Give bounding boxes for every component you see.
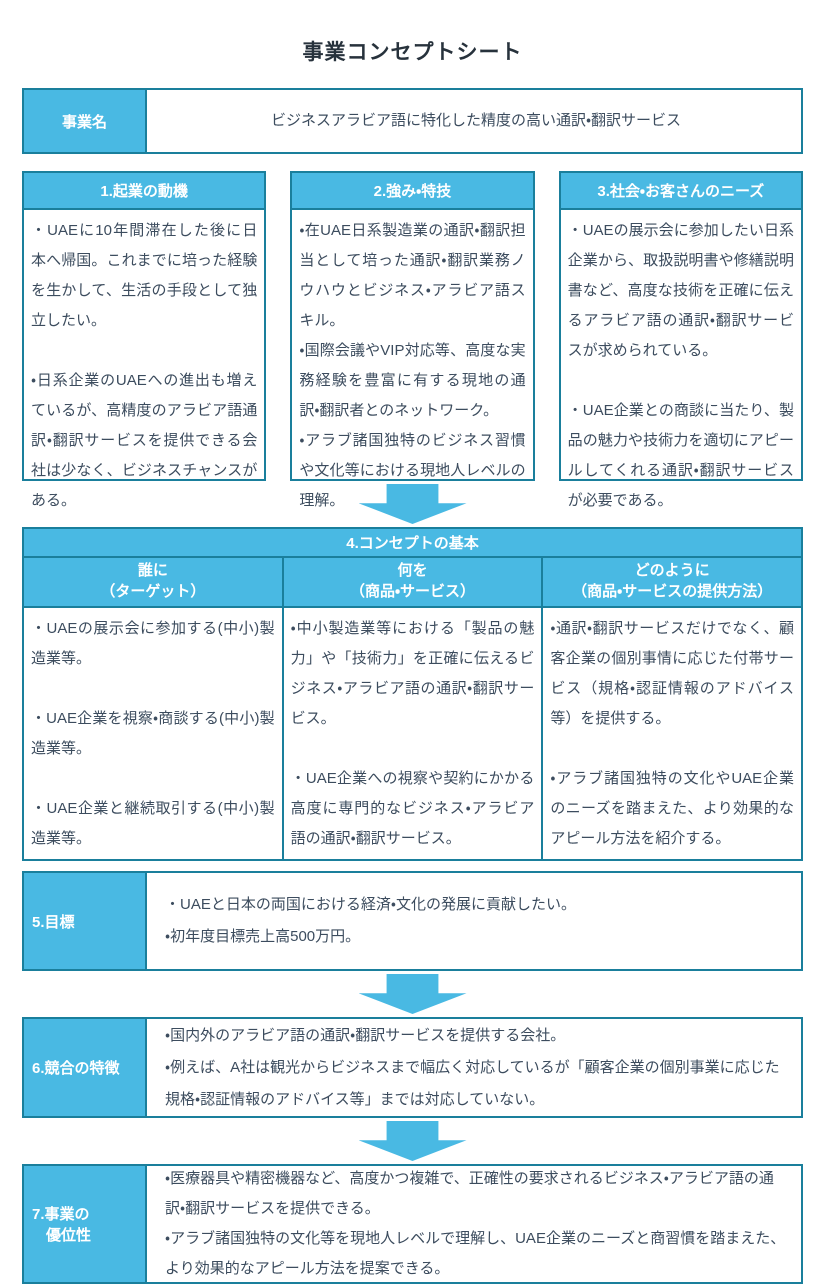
business-name-label-cell: 事業名 — [24, 90, 147, 152]
advantage-body: ・医療器具や精密機器など、高度かつ複雑で、正確性の要求されるビジネス・アラビア語… — [147, 1166, 801, 1282]
paragraph: ・UAEの展示会に参加したい日系企業から、取扱説明書や修繕説明書など、高度な技術… — [567, 222, 794, 359]
column-header-what: 何を （商品・サービス） — [283, 558, 544, 606]
competitors-line: ・例えば、A社は観光からビジネスまで幅広く対応しているが「顧客企業の個別事業に応… — [165, 1058, 780, 1108]
box-needs-title: 3.社会・お客さんのニーズ — [560, 173, 801, 210]
competitors-label-cell: 6.競合の特徴 — [24, 1019, 147, 1116]
paragraph: ・UAE企業への視察や契約にかかる高度に専門的なビジネス・アラビア語の通訳・翻訳… — [290, 770, 535, 847]
paragraph: ・国際会議やVIP対応等、高度な実務経験を豊富に有する現地の通訳・翻訳者とのネッ… — [299, 342, 526, 419]
column-header-line2: （商品・サービス） — [349, 583, 476, 600]
goal-line: ・初年度目標売上高500万円。 — [165, 928, 361, 945]
goal-label: 5.目標 — [32, 913, 75, 931]
box-strengths-body: ・在UAE日系製造業の通訳・翻訳担当として培った通訳・翻訳業務ノウハウとビジネス… — [292, 210, 532, 522]
advantage-label-line1: 7.事業の — [32, 1206, 90, 1223]
goal-label-cell: 5.目標 — [24, 873, 147, 969]
paragraph: ・UAEに10年間滞在した後に日本へ帰国。これまでに培った経験を生かして、生活の… — [31, 222, 258, 329]
column-what-cell: ・中小製造業等における「製品の魅力」や「技術力」を正確に伝えるビジネス・アラビア… — [283, 608, 544, 859]
advantage-label-line2: 優位性 — [46, 1227, 92, 1244]
competitors-line: ・国内外のアラビア語の通訳・翻訳サービスを提供する会社。 — [165, 1026, 566, 1044]
paragraph: ・在UAE日系製造業の通訳・翻訳担当として培った通訳・翻訳業務ノウハウとビジネス… — [299, 222, 526, 329]
column-header-line1: 誰に — [137, 562, 168, 579]
column-header-line2: （商品・サービスの提供方法） — [572, 583, 773, 600]
column-header-how: どのように （商品・サービスの提供方法） — [543, 558, 802, 606]
column-who-cell: ・UAEの展示会に参加する(中小)製造業等。 ・UAE企業を視察・商談する(中小… — [24, 608, 284, 859]
box-strengths-title: 2.強み・特技 — [292, 173, 533, 210]
competitors-body: ・国内外のアラビア語の通訳・翻訳サービスを提供する会社。 ・例えば、A社は観光か… — [147, 1019, 801, 1116]
business-name-label: 事業名 — [61, 113, 107, 131]
column-how-cell: ・通訳・翻訳サービスだけでなく、顧客企業の個別事情に応じた付帯サービス（規格・認… — [543, 608, 802, 859]
paragraph: ・中小製造業等における「製品の魅力」や「技術力」を正確に伝えるビジネス・アラビア… — [290, 620, 535, 727]
concept-table-title: 4.コンセプトの基本 — [24, 529, 801, 558]
top-boxes-row: 1.起業の動機 ・UAEに10年間滞在した後に日本へ帰国。これまでに培った経験を… — [22, 171, 803, 509]
box-needs-body: ・UAEの展示会に参加したい日系企業から、取扱説明書や修繕説明書など、高度な技術… — [561, 210, 801, 522]
column-header-line1: 何を — [397, 562, 428, 579]
paragraph: ・UAE企業を視察・商談する(中小)製造業等。 — [31, 710, 275, 757]
paragraph: ・通訳・翻訳サービスだけでなく、顧客企業の個別事情に応じた付帯サービス（規格・認… — [550, 620, 795, 727]
box-strengths: 2.強み・特技 ・在UAE日系製造業の通訳・翻訳担当として培った通訳・翻訳業務ノ… — [290, 171, 535, 509]
box-motivation-title: 1.起業の動機 — [24, 173, 265, 210]
down-arrow-icon — [358, 974, 467, 1014]
paragraph: ・アラブ諸国独特のビジネス習慣や文化等における現地人レベルの理解。 — [299, 432, 526, 509]
advantage-line: ・医療器具や精密機器など、高度かつ複雑で、正確性の要求されるビジネス・アラビア語… — [165, 1170, 774, 1217]
paragraph: ・UAE企業と継続取引する(中小)製造業等。 — [31, 800, 275, 847]
business-name-value-cell: ビジネスアラビア語に特化した精度の高い通訳・翻訳サービス — [147, 90, 801, 152]
advantage-line: ・アラブ諸国独特の文化等を現地人レベルで理解し、UAE企業のニーズと商習慣を踏ま… — [165, 1230, 786, 1277]
arrow-row — [22, 481, 803, 527]
paragraph: ・UAE企業との商談に当たり、製品の魅力や技術力を適切にアピールしてくれる通訳・… — [567, 402, 794, 509]
competitors-row: 6.競合の特徴 ・国内外のアラビア語の通訳・翻訳サービスを提供する会社。 ・例え… — [22, 1017, 803, 1118]
column-header-line1: どのように — [634, 562, 710, 579]
advantage-row: 7.事業の 優位性 ・医療器具や精密機器など、高度かつ複雑で、正確性の要求される… — [22, 1164, 803, 1284]
concept-table: 4.コンセプトの基本 誰に （ターゲット） 何を （商品・サービス） どのように… — [22, 527, 803, 861]
arrow-row — [22, 1118, 803, 1164]
box-needs: 3.社会・お客さんのニーズ ・UAEの展示会に参加したい日系企業から、取扱説明書… — [558, 171, 803, 509]
column-header-who: 誰に （ターゲット） — [24, 558, 284, 606]
goal-row: 5.目標 ・UAEと日本の両国における経済・文化の発展に貢献したい。 ・初年度目… — [22, 871, 803, 971]
paragraph: ・UAEの展示会に参加する(中小)製造業等。 — [31, 620, 275, 667]
advantage-label-cell: 7.事業の 優位性 — [24, 1166, 147, 1282]
goal-body: ・UAEと日本の両国における経済・文化の発展に貢献したい。 ・初年度目標売上高5… — [147, 873, 801, 969]
business-name-value: ビジネスアラビア語に特化した精度の高い通訳・翻訳サービス — [270, 112, 682, 129]
business-name-row: 事業名 ビジネスアラビア語に特化した精度の高い通訳・翻訳サービス — [22, 88, 803, 154]
box-motivation-body: ・UAEに10年間滞在した後に日本へ帰国。これまでに培った経験を生かして、生活の… — [24, 210, 264, 522]
goal-line: ・UAEと日本の両国における経済・文化の発展に貢献したい。 — [165, 896, 576, 913]
paragraph: ・日系企業のUAEへの進出も増えているが、高精度のアラビア語通訳・翻訳サービスを… — [31, 372, 258, 509]
paragraph: ・アラブ諸国独特の文化やUAE企業のニーズを踏まえた、より効果的なアピール方法を… — [550, 770, 795, 847]
down-arrow-icon — [358, 1121, 467, 1161]
column-header-line2: （ターゲット） — [100, 583, 206, 600]
arrow-row — [22, 971, 803, 1017]
concept-table-subheaders: 誰に （ターゲット） 何を （商品・サービス） どのように （商品・サービスの提… — [24, 558, 802, 606]
competitors-label: 6.競合の特徴 — [32, 1060, 120, 1077]
box-motivation: 1.起業の動機 ・UAEに10年間滞在した後に日本へ帰国。これまでに培った経験を… — [22, 171, 267, 509]
concept-table-body: ・UAEの展示会に参加する(中小)製造業等。 ・UAE企業を視察・商談する(中小… — [24, 606, 802, 859]
page-title: 事業コンセプトシート — [302, 41, 523, 64]
